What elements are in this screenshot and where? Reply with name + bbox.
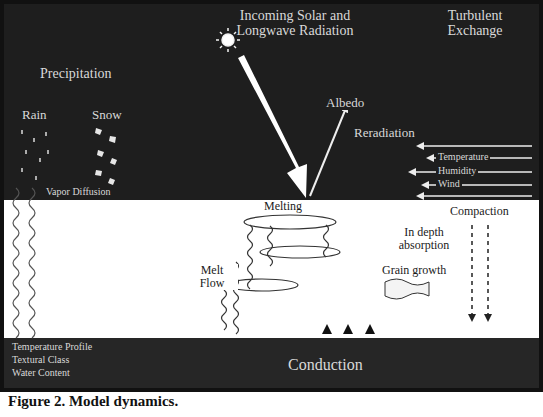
temperature-profile-label: Temperature Profile [10,341,94,352]
compaction-label: Compaction [448,205,511,218]
water-content-label: Water Content [10,367,72,378]
wind-label: Wind [436,178,462,189]
radiation-label: Incoming Solar and Longwave Radiation [210,8,380,39]
atmosphere-label: Precipitation [40,66,112,81]
temperature-label: Temperature [436,151,490,162]
figure-caption: Figure 2. Model dynamics. [8,393,178,410]
snow-label: Snow [92,108,122,122]
conduction-label: Conduction [286,356,365,374]
rain-label: Rain [22,108,47,122]
melt-flow-label: Melt Flow [186,264,238,290]
absorption-label: In depth absorption [382,226,466,252]
humidity-label: Humidity [436,165,478,176]
textural-class-label: Textural Class [10,354,71,365]
albedo-label: Albedo [324,96,366,110]
turbulence-label: Turbulent Exchange [420,8,530,39]
vapor-label: Vapor Diffusion [44,186,113,197]
reradiation-label: Reradiation [352,126,417,140]
grain-growth-label: Grain growth [380,264,448,277]
melting-label: Melting [262,200,304,213]
